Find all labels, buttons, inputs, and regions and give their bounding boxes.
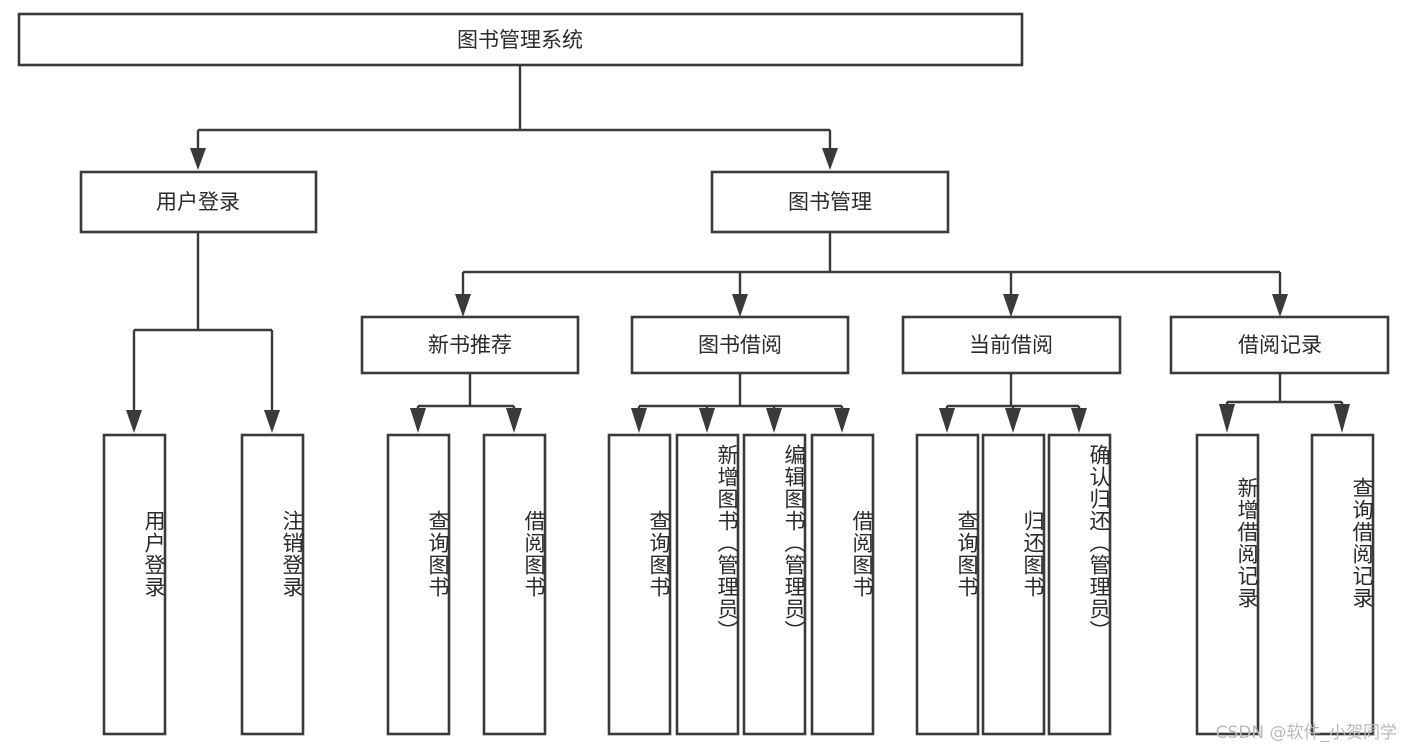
arrow-borrow-c1 [631, 408, 647, 433]
arrow-book-manage-c4 [1272, 294, 1288, 317]
node-user-login[interactable]: 用户登录 [79, 170, 318, 234]
node-root-box[interactable] [17, 12, 1024, 67]
node-current-borrow[interactable]: 当前借阅 [901, 315, 1122, 375]
arrow-borrow-c2 [699, 408, 715, 433]
arrow-book-manage-c2 [732, 294, 748, 317]
node-book-borrow-box[interactable] [630, 315, 850, 375]
arrow-user-login-c2 [264, 410, 280, 433]
node-current-borrow-label: 当前借阅 [969, 333, 1053, 357]
node-borrow-record-label: 借阅记录 [1238, 333, 1322, 357]
arrow-book-manage-c1 [455, 294, 471, 317]
node-new-book-recommend[interactable]: 新书推荐 [360, 315, 580, 375]
leaf-box-current-borrow-2[interactable] [1047, 433, 1112, 736]
arrow-current-c1 [939, 408, 955, 433]
node-new-book-recommend-box[interactable] [360, 315, 580, 375]
node-book-manage-label: 图书管理 [788, 190, 872, 214]
node-new-book-recommend-label: 新书推荐 [428, 333, 512, 357]
leaf-box-user-login-1[interactable] [240, 433, 305, 736]
edges-group [126, 65, 1350, 433]
leaf-box-borrow-record-0[interactable] [1195, 433, 1260, 736]
arrow-borrow-c4 [834, 408, 850, 433]
arrow-borrow-c3 [766, 408, 782, 433]
node-book-manage[interactable]: 图书管理 [710, 170, 950, 234]
arrow-record-c2 [1334, 404, 1350, 433]
node-user-login-label: 用户登录 [156, 190, 240, 214]
node-book-borrow-label: 图书借阅 [698, 333, 782, 357]
node-user-login-box[interactable] [79, 170, 318, 234]
leaf-box-user-login-0[interactable] [102, 433, 167, 736]
leaf-box-book-borrow-2[interactable] [742, 433, 807, 736]
leaf-box-book-borrow-3[interactable] [810, 433, 875, 736]
node-book-borrow[interactable]: 图书借阅 [630, 315, 850, 375]
csdn-watermark: CSDN @软件_小贺同学 [1215, 723, 1397, 743]
leaf-boxes-group [102, 433, 1375, 736]
arrow-root-to-book-manage [822, 148, 838, 170]
node-current-borrow-box[interactable] [901, 315, 1122, 375]
arrow-record-c1 [1219, 404, 1235, 433]
node-book-manage-box[interactable] [710, 170, 950, 234]
leaf-box-current-borrow-0[interactable] [915, 433, 980, 736]
arrow-newbook-c2 [506, 408, 522, 433]
arrow-newbook-c1 [410, 408, 426, 433]
node-borrow-record[interactable]: 借阅记录 [1169, 315, 1390, 375]
node-root-label: 图书管理系统 [457, 28, 583, 52]
arrow-book-manage-c3 [1003, 294, 1019, 317]
leaf-box-borrow-record-1[interactable] [1310, 433, 1375, 736]
arrow-root-to-user-login [190, 148, 206, 170]
leaf-box-current-borrow-1[interactable] [981, 433, 1046, 736]
arrow-user-login-c1 [126, 410, 142, 433]
leaf-box-book-borrow-0[interactable] [607, 433, 672, 736]
node-root[interactable]: 图书管理系统 [17, 12, 1024, 67]
leaf-box-book-borrow-1[interactable] [675, 433, 740, 736]
leaf-box-new-book-1[interactable] [482, 433, 547, 736]
node-borrow-record-box[interactable] [1169, 315, 1390, 375]
arrow-current-c3 [1071, 408, 1087, 433]
leaf-box-new-book-0[interactable] [386, 433, 451, 736]
arrow-current-c2 [1005, 408, 1021, 433]
